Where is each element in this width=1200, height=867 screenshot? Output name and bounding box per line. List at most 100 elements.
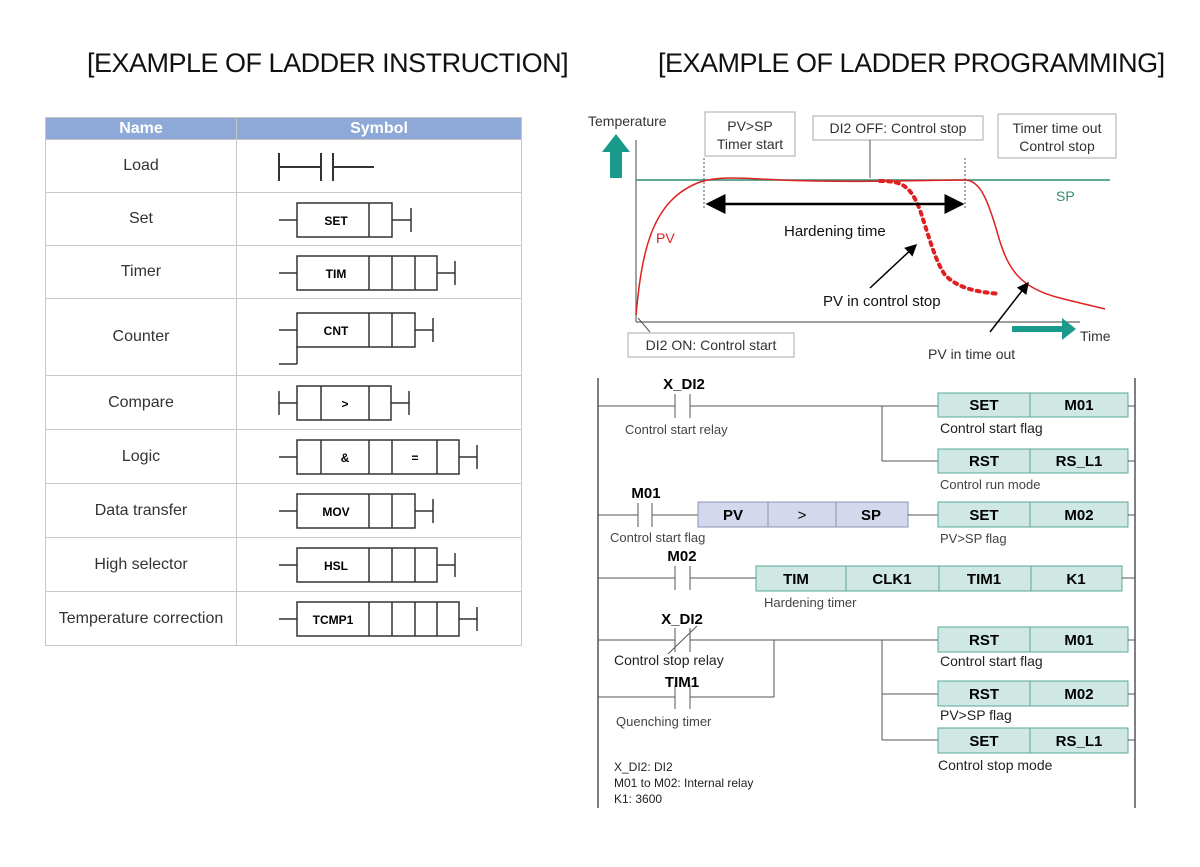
logic-eq-label: =: [411, 451, 418, 465]
hsl-label: HSL: [324, 559, 348, 573]
r4-contact-desc: Control stop relay: [614, 652, 724, 668]
name-hsl: High selector: [45, 537, 237, 592]
r4-out1-b: M01: [1064, 632, 1093, 649]
r4-output-rst-m02: RST M02: [937, 680, 1129, 707]
instruction-title: [EXAMPLE OF LADDER INSTRUCTION]: [87, 48, 569, 78]
r4-out3-b: RS_L1: [1056, 733, 1103, 750]
symbol-timer: TIM: [236, 245, 522, 299]
symbol-load: [236, 139, 522, 193]
row-load: Load: [45, 139, 522, 193]
note-2: M01 to M02: Internal relay: [614, 776, 753, 790]
r3-timer-block: TIM CLK1 TIM1 K1: [755, 565, 1123, 592]
compare-op-label: >: [341, 397, 348, 411]
cnt-label: CNT: [324, 324, 349, 338]
name-load: Load: [45, 139, 237, 193]
mov-symbol: MOV: [279, 492, 434, 529]
r1-output-set: SET M01: [937, 392, 1129, 418]
r2-output-set: SET M02: [937, 501, 1129, 528]
r3-clk: CLK1: [872, 571, 911, 588]
row-counter: Counter CNT: [45, 298, 522, 376]
up-arrow-icon: [602, 134, 630, 178]
x-axis-label: Time: [1080, 328, 1111, 344]
ladder-diagram: X_DI2 Control start relay SET M01 Contro…: [597, 376, 1136, 808]
callout-control-start-leader: [637, 317, 651, 333]
callout-timeout-line1: Timer time out: [1013, 120, 1102, 136]
name-logic: Logic: [45, 429, 237, 484]
r4-output-rst-m01: RST M01: [937, 626, 1129, 653]
symbol-hsl: HSL: [236, 537, 522, 592]
r1-out1-desc: Control start flag: [940, 420, 1043, 436]
name-set: Set: [45, 192, 237, 246]
set-label: SET: [324, 214, 348, 228]
y-axis-label: Temperature: [588, 113, 667, 129]
r3-tim1: TIM1: [967, 571, 1001, 588]
r3-contact-label: M02: [667, 548, 696, 565]
callout-control-stop: DI2 OFF: Control stop: [812, 115, 984, 178]
r1-out2-desc: Control run mode: [940, 477, 1040, 492]
name-counter: Counter: [45, 298, 237, 376]
right-arrow-icon: [1012, 318, 1076, 340]
r4-contact2-desc: Quenching timer: [616, 714, 712, 729]
r4-out2-desc: PV>SP flag: [940, 707, 1012, 723]
ladder-program-diagram: Temperature Time SP PV Hardening time PV…: [588, 111, 1136, 808]
callout-timeout: Timer time out Control stop: [997, 113, 1117, 159]
header-name: Name: [45, 117, 237, 140]
pv-timeout-label: PV in time out: [928, 346, 1015, 362]
name-timer: Timer: [45, 245, 237, 299]
r3-tim: TIM: [783, 571, 809, 588]
callout-control-stop-text: DI2 OFF: Control stop: [830, 120, 967, 136]
tcmp-label: TCMP1: [313, 613, 354, 627]
row-mov: Data transfer MOV: [45, 483, 522, 538]
compare-symbol: >: [278, 384, 410, 421]
r3-desc: Hardening timer: [764, 595, 857, 610]
r2-cmp-a: PV: [723, 507, 743, 524]
callout-timer-start: PV>SP Timer start: [704, 111, 796, 157]
r2-cmp-op: >: [798, 507, 807, 524]
pv-timeout-arrow: [989, 281, 1029, 333]
r2-out-desc: PV>SP flag: [940, 531, 1007, 546]
row-tcmp: Temperature correction TCMP1: [45, 591, 522, 646]
symbol-set: SET: [236, 192, 522, 246]
r4-out2-a: RST: [969, 686, 999, 703]
r2-out-b: M02: [1064, 507, 1093, 524]
r4-contact2-label: TIM1: [665, 674, 699, 691]
row-logic: Logic & =: [45, 429, 522, 484]
name-mov: Data transfer: [45, 483, 237, 538]
symbol-tcmp: TCMP1: [236, 591, 522, 646]
r2-contact-desc: Control start flag: [610, 530, 705, 545]
symbol-logic: & =: [236, 429, 522, 484]
note-1: X_DI2: DI2: [614, 760, 673, 774]
row-compare: Compare >: [45, 375, 522, 430]
r2-cmp-b: SP: [861, 507, 881, 524]
note-3: K1: 3600: [614, 792, 662, 806]
ladder-notes: X_DI2: DI2 M01 to M02: Internal relay K1…: [614, 760, 753, 806]
pv-stop-label: PV in control stop: [823, 293, 941, 310]
r1-out2-a: RST: [969, 453, 999, 470]
symbol-mov: MOV: [236, 483, 522, 538]
r4-out2-b: M02: [1064, 686, 1093, 703]
load-contact-symbol: [278, 152, 374, 181]
r4-out1-a: RST: [969, 632, 999, 649]
callout-timer-start-line2: Timer start: [717, 136, 783, 152]
r1-contact-desc: Control start relay: [625, 422, 728, 437]
r4-output-set-rsl1: SET RS_L1: [937, 727, 1129, 754]
rung-2: M01 Control start flag PV > SP SET M02 P…: [598, 485, 1135, 546]
callout-timeout-line2: Control stop: [1019, 138, 1095, 154]
logic-and-label: &: [341, 451, 350, 465]
hardening-time-label: Hardening time: [784, 223, 886, 240]
r1-out1-b: M01: [1064, 397, 1093, 414]
timer-symbol: TIM: [279, 254, 456, 291]
instruction-table: Name Symbol Load Set SET: [45, 117, 522, 646]
counter-symbol: CNT: [279, 311, 434, 365]
rung-3: M02 TIM CLK1 TIM1 K1 Hardening timer: [598, 548, 1135, 610]
callout-timer-start-line1: PV>SP: [727, 118, 773, 134]
r4-out3-a: SET: [969, 733, 998, 750]
tcmp-symbol: TCMP1: [279, 600, 478, 637]
r1-contact-label: X_DI2: [663, 376, 705, 393]
sp-label: SP: [1056, 188, 1075, 204]
pv-curve: [635, 177, 1106, 316]
mov-label: MOV: [322, 505, 349, 519]
r3-k1: K1: [1066, 571, 1085, 588]
r2-compare-block: PV > SP: [697, 501, 909, 528]
header-symbol: Symbol: [236, 117, 522, 140]
